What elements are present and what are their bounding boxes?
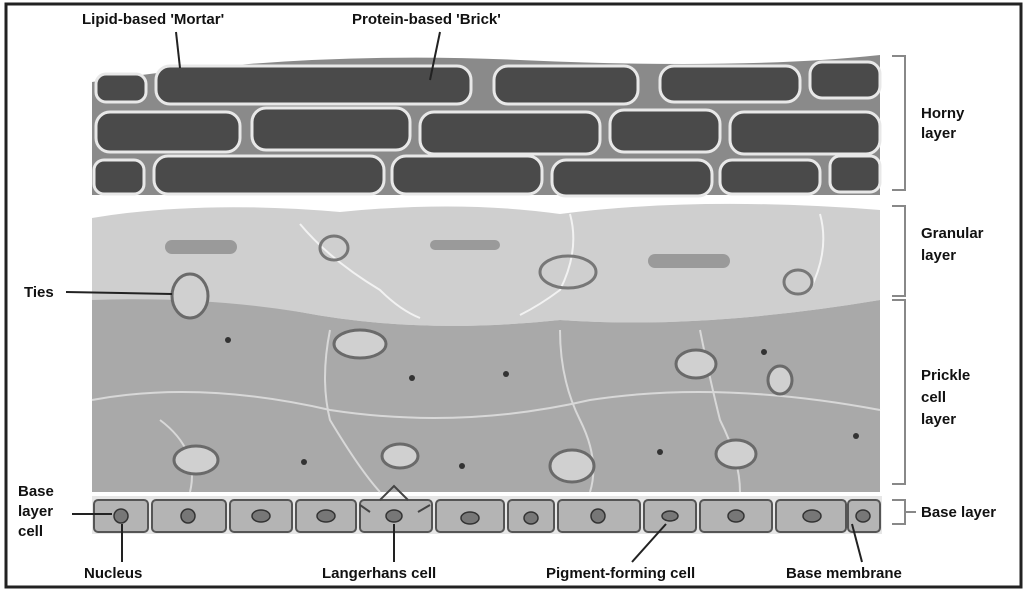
desmosome-tie [768, 366, 792, 394]
brick [610, 110, 720, 152]
nucleus-icon [252, 510, 270, 522]
desmosome-tie [172, 274, 208, 318]
nucleus-dot [301, 459, 307, 465]
nucleus-icon [181, 509, 195, 523]
desmosome-tie [676, 350, 716, 378]
label-base-cell-2: layer [18, 503, 53, 520]
label-granular-2: layer [921, 247, 956, 264]
nucleus-dot [657, 449, 663, 455]
nucleus-icon [114, 509, 128, 523]
nucleus-dot [853, 433, 859, 439]
nucleus-dot [459, 463, 465, 469]
brick [552, 160, 712, 196]
label-horny-2: layer [921, 125, 956, 142]
brick [720, 160, 820, 194]
nucleus-icon [728, 510, 744, 522]
label-prickle-3: layer [921, 411, 956, 428]
nucleus-dot [225, 337, 231, 343]
brick [96, 74, 146, 102]
nucleus-icon [856, 510, 870, 522]
brick [660, 66, 800, 102]
label-lipid-mortar: Lipid-based 'Mortar' [82, 11, 224, 28]
label-langerhans-cell: Langerhans cell [322, 565, 436, 582]
label-protein-brick: Protein-based 'Brick' [352, 11, 501, 28]
brick [154, 156, 384, 194]
brick [810, 62, 880, 98]
brick [156, 66, 471, 104]
nucleus-dot [409, 375, 415, 381]
label-horny-1: Horny [921, 105, 965, 122]
nucleus-icon [524, 512, 538, 524]
granule [430, 240, 500, 250]
desmosome-tie [382, 444, 418, 468]
nucleus-dot [503, 371, 509, 377]
brick [392, 156, 542, 194]
nucleus-icon [803, 510, 821, 522]
brick [420, 112, 600, 154]
label-base-cell-1: Base [18, 483, 54, 500]
brick [494, 66, 638, 104]
horny-layer [92, 55, 880, 196]
label-ties: Ties [24, 284, 54, 301]
label-base-membrane: Base membrane [786, 565, 902, 582]
nucleus-icon [461, 512, 479, 524]
brick [96, 112, 240, 152]
desmosome-tie [334, 330, 386, 358]
brick [830, 156, 880, 192]
desmosome-tie [550, 450, 594, 482]
brick [730, 112, 880, 154]
label-prickle-2: cell [921, 389, 946, 406]
label-nucleus: Nucleus [84, 565, 142, 582]
desmosome-tie [716, 440, 756, 468]
langerhans-nucleus-icon [386, 510, 402, 522]
pigment-cell-nucleus-icon [662, 511, 678, 521]
nucleus-dot [761, 349, 767, 355]
label-prickle-1: Prickle [921, 367, 970, 384]
granule [165, 240, 237, 254]
label-base-layer: Base layer [921, 504, 996, 521]
brick [94, 160, 144, 194]
granule [648, 254, 730, 268]
desmosome-tie [174, 446, 218, 474]
label-pigment-forming-cell: Pigment-forming cell [546, 565, 695, 582]
nucleus-icon [591, 509, 605, 523]
nucleus-icon [317, 510, 335, 522]
label-granular-1: Granular [921, 225, 984, 242]
label-base-cell-3: cell [18, 523, 43, 540]
brick [252, 108, 410, 150]
